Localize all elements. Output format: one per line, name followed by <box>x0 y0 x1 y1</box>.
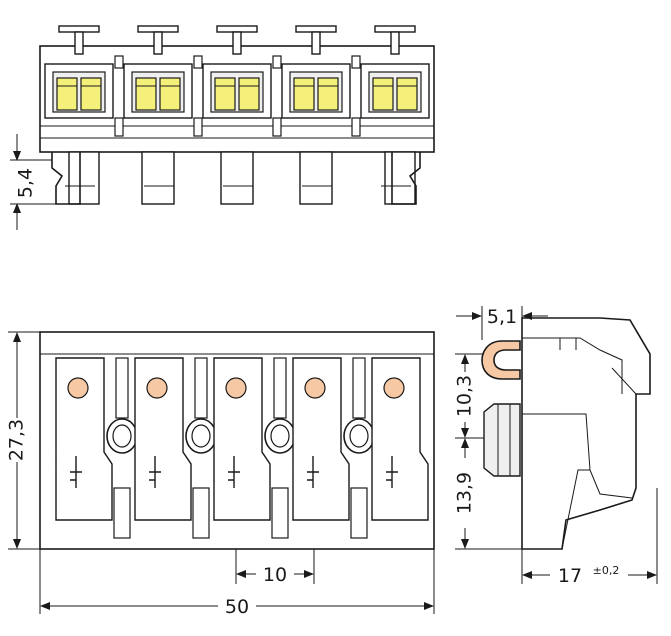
lever-width-dimension: 5,1 <box>456 306 548 340</box>
mounting-foot <box>299 151 333 205</box>
lever-pin-shaft <box>390 31 400 55</box>
bottom-rib <box>350 487 368 539</box>
wire-entry-contact <box>214 77 236 111</box>
pitch-label: 10 <box>263 564 287 586</box>
wire-entry-contact <box>317 77 339 111</box>
lever-pin-head <box>137 25 179 33</box>
pin-symbol <box>149 456 161 488</box>
front-view-modules <box>55 357 429 539</box>
lever-pin-shaft <box>311 31 321 55</box>
separator-nub <box>351 55 361 69</box>
separator-nub <box>193 55 203 69</box>
side-bottom-label: 13,9 <box>454 472 476 514</box>
top-view-modules <box>44 25 430 137</box>
release-marker <box>304 377 326 399</box>
lever-pin-head <box>374 25 416 33</box>
pin-height-label: 5,4 <box>15 168 37 198</box>
lever-pin-head <box>295 25 337 33</box>
separator-rib <box>114 117 124 137</box>
test-hole-inner <box>349 424 369 448</box>
right-clip <box>391 152 421 205</box>
wire-entry-contact <box>80 77 102 111</box>
side-top-label: 10,3 <box>454 375 476 417</box>
side-height-dimensions: 10,3 13,9 <box>454 353 522 550</box>
bottom-rib <box>113 487 131 539</box>
top-view-feet <box>65 151 416 205</box>
wire-entry-contact <box>135 77 157 111</box>
mounting-foot <box>384 151 416 205</box>
coding-slot <box>352 357 366 419</box>
side-view-body <box>521 317 651 550</box>
separator-rib <box>193 117 203 137</box>
coding-slot <box>115 357 129 419</box>
separator-nub <box>114 55 124 69</box>
depth-label: 17 <box>558 565 582 587</box>
test-hole-inner <box>112 424 132 448</box>
release-lever <box>481 340 521 380</box>
height-dimension: 27,3 <box>6 331 40 550</box>
lever-pin-shaft <box>74 31 84 55</box>
release-marker <box>146 377 168 399</box>
left-clip <box>51 152 81 205</box>
width-label: 50 <box>225 596 249 618</box>
lever-pin-shaft <box>153 31 163 55</box>
pin-symbol <box>386 456 398 488</box>
mounting-foot <box>68 151 100 205</box>
lever-width-label: 5,1 <box>487 306 517 328</box>
bottom-rib <box>271 487 289 539</box>
bottom-rib <box>192 487 210 539</box>
separator-nub <box>272 55 282 69</box>
pin-symbol <box>70 456 82 488</box>
wire-entry-contact <box>372 77 394 111</box>
front-view <box>39 331 435 550</box>
pin-height-dimension: 5,4 <box>10 134 56 230</box>
test-hole-inner <box>191 424 211 448</box>
mounting-foot <box>220 151 254 205</box>
release-marker <box>67 377 89 399</box>
wire-entry-contact <box>56 77 78 111</box>
wire-entry-contact <box>238 77 260 111</box>
mounting-foot <box>141 151 175 205</box>
wire-entry-contact <box>293 77 315 111</box>
pitch-dimension: 10 <box>235 549 315 586</box>
side-pin-stub <box>483 403 521 477</box>
lever-pin-shaft <box>232 31 242 55</box>
width-dimension: 50 <box>39 549 435 618</box>
top-view <box>39 25 435 205</box>
release-marker <box>225 377 247 399</box>
wire-entry-contact <box>396 77 418 111</box>
lever-pin-head <box>58 25 100 33</box>
separator-rib <box>351 117 361 137</box>
test-hole-inner <box>270 424 290 448</box>
separator-rib <box>272 117 282 137</box>
release-marker <box>383 377 405 399</box>
pin-symbol <box>307 456 319 488</box>
side-view <box>481 317 651 550</box>
depth-tolerance-label: ±0,2 <box>593 564 620 577</box>
wire-entry-contact <box>159 77 181 111</box>
coding-slot <box>273 357 287 419</box>
height-label: 27,3 <box>6 419 28 461</box>
coding-slot <box>194 357 208 419</box>
lever-pin-head <box>216 25 258 33</box>
depth-dimension: 17 ±0,2 <box>521 488 658 587</box>
pin-symbol <box>228 456 240 488</box>
